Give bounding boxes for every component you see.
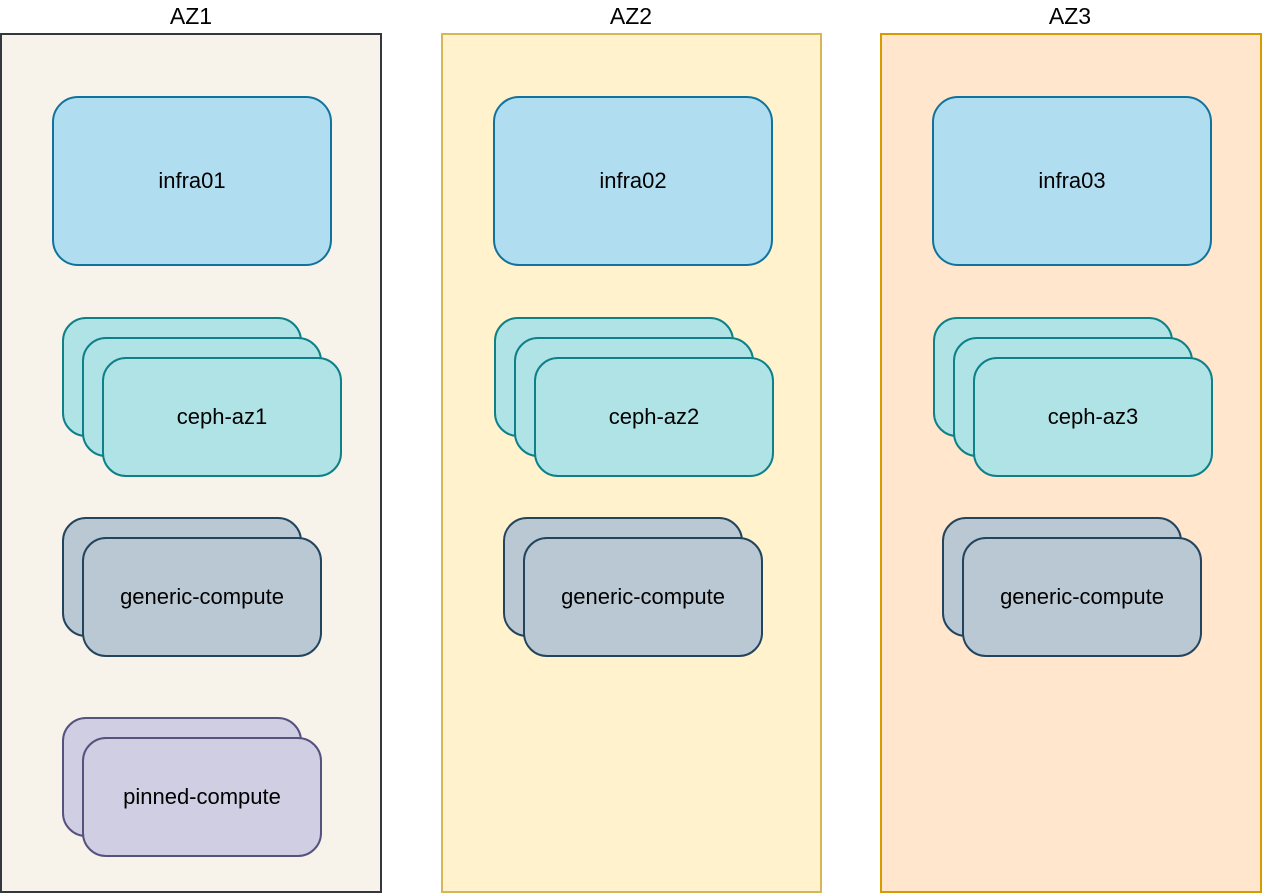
node-label: generic-compute	[1000, 584, 1164, 609]
pinned-compute-stack-az1: pinned-compute	[62, 717, 322, 857]
ceph-stack-az1: ceph-az1	[62, 317, 342, 477]
infra-node-az2: infra02	[493, 96, 773, 266]
stack-card-front: ceph-az1	[102, 357, 342, 477]
stack-card-front: generic-compute	[523, 537, 763, 657]
node-label: infra02	[599, 168, 667, 193]
ceph-stack-az3: ceph-az3	[933, 317, 1213, 477]
generic-compute-stack-az1: generic-compute	[62, 517, 322, 657]
stack-card-front: pinned-compute	[82, 737, 322, 857]
stack-card-front: ceph-az2	[534, 357, 774, 477]
zone-container-az3: infra03 ceph-az3 generic-compute	[880, 33, 1262, 893]
zone-container-az2: infra02 ceph-az2 generic-compute	[441, 33, 822, 893]
stack-card-front: generic-compute	[82, 537, 322, 657]
infra-node-az1: infra01	[52, 96, 332, 266]
node-label: generic-compute	[561, 584, 725, 609]
node-label: ceph-az1	[176, 404, 268, 429]
stack-card-front: generic-compute	[962, 537, 1202, 657]
stack-card-front: ceph-az3	[973, 357, 1213, 477]
node-label: ceph-az2	[608, 404, 700, 429]
node-label: generic-compute	[120, 584, 284, 609]
generic-compute-stack-az2: generic-compute	[503, 517, 763, 657]
zone-title-az1: AZ1	[169, 3, 213, 29]
infra-node-az3: infra03	[932, 96, 1212, 266]
ceph-stack-az2: ceph-az2	[494, 317, 774, 477]
node-label: infra03	[1038, 168, 1106, 193]
zone-title-az2: AZ2	[609, 3, 653, 29]
generic-compute-stack-az3: generic-compute	[942, 517, 1202, 657]
node-label: ceph-az3	[1047, 404, 1139, 429]
node-label: pinned-compute	[123, 784, 281, 809]
zone-title-az3: AZ3	[1048, 3, 1092, 29]
node-label: infra01	[158, 168, 226, 193]
zone-container-az1: infra01 ceph-az1 generic-compute pinned-…	[0, 33, 382, 893]
